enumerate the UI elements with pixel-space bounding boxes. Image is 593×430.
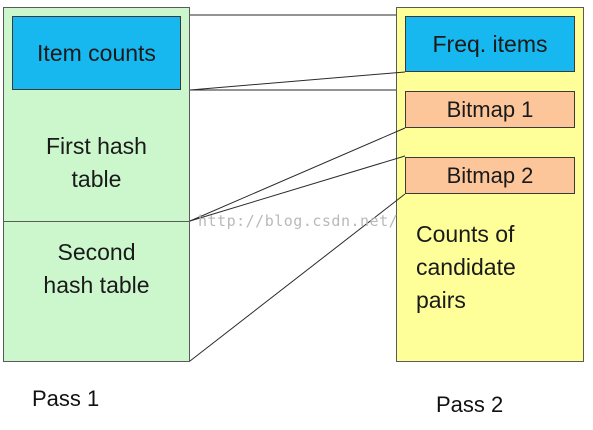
first-hash-table-label: First hash table: [46, 133, 147, 192]
counts-of-candidate-pairs-label: Counts of candidate pairs: [416, 221, 516, 313]
bitmap1-box: Bitmap 1: [405, 91, 575, 128]
item-counts-box: Item counts: [12, 16, 181, 90]
freq-items-label: Freq. items: [432, 30, 548, 57]
pass1-divider: [3, 221, 190, 222]
item-counts-label: Item counts: [37, 39, 156, 66]
bitmap1-label: Bitmap 1: [446, 97, 534, 122]
pass1-caption: Pass 1: [32, 386, 100, 411]
freq-items-box: Freq. items: [405, 16, 575, 72]
bitmap2-box: Bitmap 2: [405, 157, 575, 194]
connector-item-counts-to-freq-items: [189, 71, 406, 91]
second-hash-table-label: Second hash table: [43, 239, 150, 298]
pass2-caption: Pass 2: [436, 392, 504, 417]
connector-first-hash-to-bitmap1: [189, 127, 406, 222]
watermark: http://blog.csdn.net/: [198, 212, 399, 230]
bitmap2-label: Bitmap 2: [446, 163, 534, 188]
